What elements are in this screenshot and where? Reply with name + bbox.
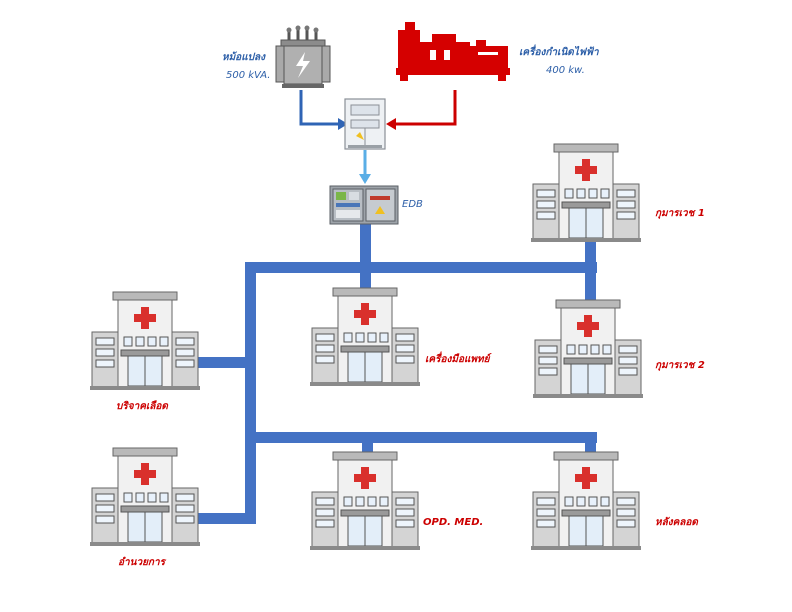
- label-administration: อำนวยการ: [118, 557, 165, 568]
- transformer-icon: [275, 25, 331, 88]
- building-pediatrics-2-icon: [532, 299, 644, 399]
- transformer-label: หม้อแปลง: [222, 52, 265, 63]
- label-pediatrics-2: กุมารเวช 2: [655, 360, 705, 371]
- edb-panel-icon: [329, 185, 399, 225]
- label-pediatrics-1: กุมารเวช 1: [655, 208, 705, 219]
- transformer-feed-arrow: [299, 90, 348, 130]
- bus-postpartum-drop: [585, 432, 596, 466]
- edb-feed-arrow: [359, 150, 371, 184]
- bus-edb-riser: [360, 222, 371, 268]
- bus-administration-tap: [198, 513, 256, 524]
- building-postpartum-icon: [530, 451, 642, 551]
- label-medical-equipment: เครื่องมือแพทย์: [425, 354, 490, 365]
- transfer-switch-cabinet-icon: [344, 98, 386, 150]
- bus-blood-donation-tap: [198, 357, 256, 368]
- generator-rating: 400 kw.: [546, 65, 585, 76]
- edb-label: EDB: [402, 199, 423, 210]
- bus-upper-main: [245, 262, 597, 273]
- building-opd-med-icon: [309, 451, 421, 551]
- generator-icon: [396, 22, 510, 81]
- label-blood-donation: บริจาคเลือด: [116, 401, 168, 412]
- building-pediatrics-1-icon: [530, 143, 642, 243]
- building-blood-donation-icon: [89, 291, 201, 391]
- label-opd-med: OPD. MED.: [423, 517, 484, 528]
- bus-pediatrics-vertical: [585, 228, 596, 314]
- bus-medical-equipment-drop: [360, 268, 371, 304]
- generator-feed-arrow: [386, 90, 457, 130]
- bus-lower-main: [245, 432, 597, 443]
- label-postpartum: หลังคลอด: [655, 517, 698, 528]
- transformer-rating: 500 kVA.: [226, 70, 271, 81]
- building-administration-icon: [89, 447, 201, 547]
- bus-opd-drop: [362, 432, 373, 466]
- generator-label: เครื่องกำเนิดไฟฟ้า: [519, 47, 599, 58]
- building-medical-equipment-icon: [309, 287, 421, 387]
- distribution-bus: [198, 222, 597, 524]
- bus-left-vertical: [245, 262, 256, 524]
